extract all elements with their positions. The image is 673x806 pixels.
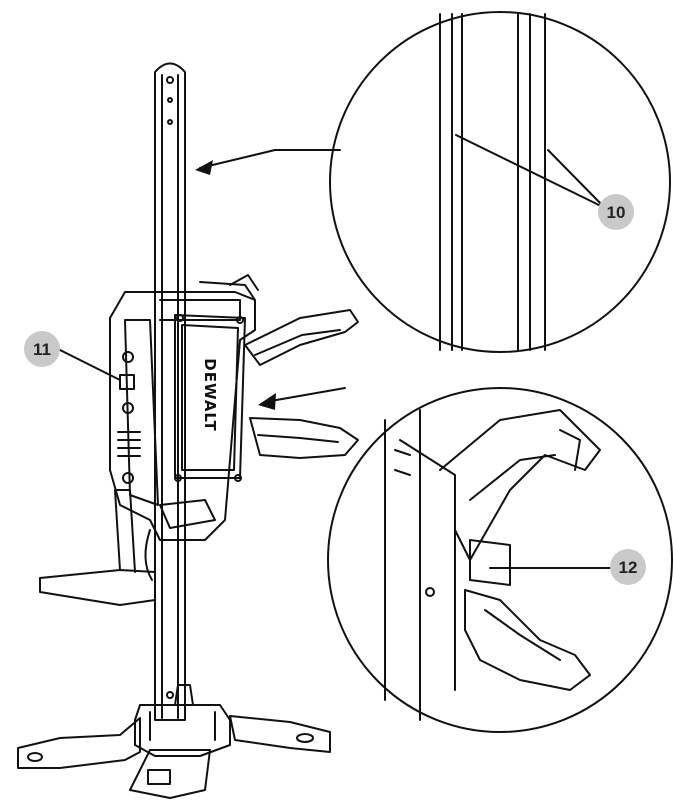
pointer-lines [199, 149, 346, 403]
arrow-head-handle [258, 393, 276, 410]
zoom-circle-mechanism [327, 387, 673, 733]
zoom-circle-rail [329, 11, 671, 353]
callout-11-label: 11 [33, 340, 51, 359]
carriage-housing [109, 274, 259, 541]
brand-logo: DEWALT [201, 358, 219, 432]
arrow-head-rail [195, 160, 213, 175]
callout-11: 11 [24, 331, 60, 367]
handles [244, 309, 359, 459]
tripod-base [17, 684, 331, 799]
callout-12-label: 12 [619, 558, 638, 577]
vertical-rail [154, 62, 186, 721]
callout-10: 10 [598, 194, 634, 230]
callout-12: 12 [610, 549, 646, 585]
callout-10-label: 10 [607, 203, 626, 222]
callout-11-leader [59, 349, 121, 381]
foot-bracket [39, 489, 156, 606]
